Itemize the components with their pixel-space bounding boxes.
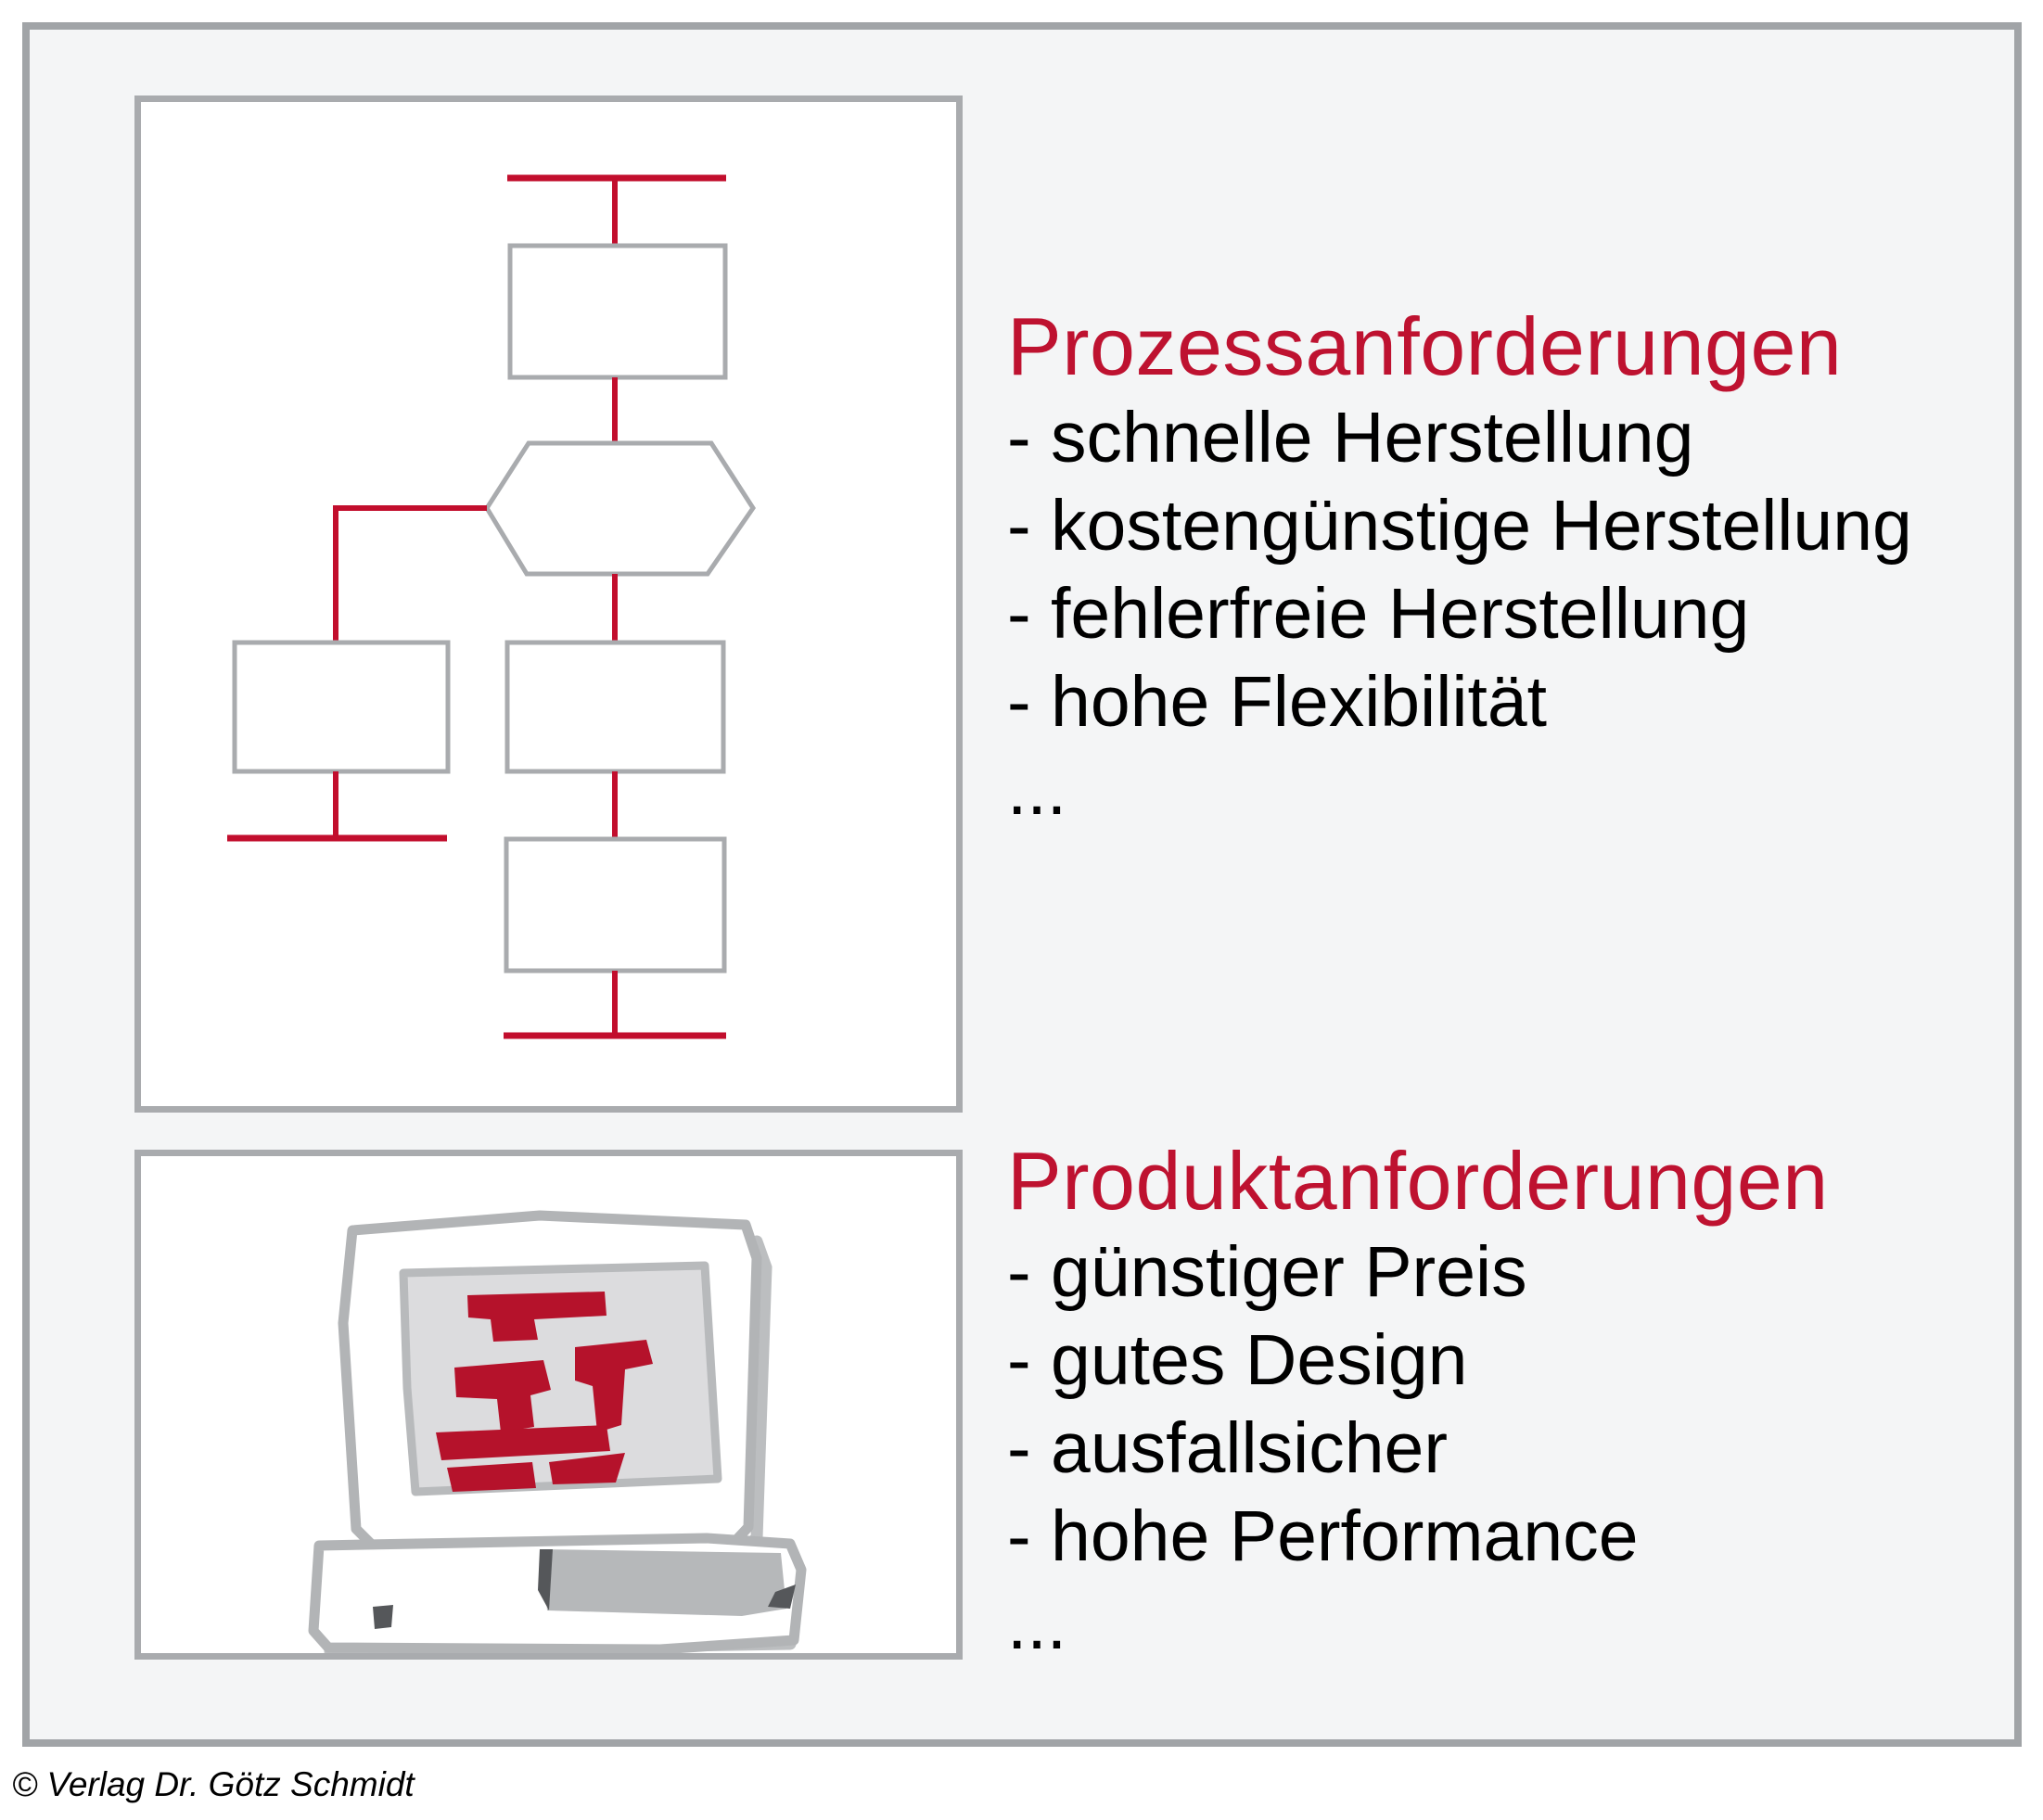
- list-item: - günstiger Preis: [1007, 1232, 1527, 1312]
- process-requirements-list: - schnelle Herstellung - kostengünstige …: [1007, 394, 2043, 834]
- process-requirements-heading: Prozessanforderungen: [1007, 300, 1843, 392]
- list-item: - schnelle Herstellung: [1007, 398, 1694, 477]
- list-item: - gutes Design: [1007, 1320, 1468, 1400]
- list-item: - hohe Flexibilität: [1007, 662, 1548, 742]
- list-item: - hohe Performance: [1007, 1496, 1639, 1576]
- list-item-ellipsis: ...: [1007, 1585, 1067, 1664]
- computer-illustration: [308, 1210, 807, 1653]
- flow-decision-hexagon: [484, 440, 757, 577]
- drive-bay: [542, 1549, 786, 1616]
- list-item: - kostengünstige Herstellung: [1007, 486, 1912, 566]
- flow-process-box-left: [232, 640, 451, 774]
- product-requirements-heading: Produktanforderungen: [1007, 1135, 1829, 1227]
- product-requirements-list: - günstiger Preis - gutes Design - ausfa…: [1007, 1228, 2043, 1669]
- flow-branch-left: [333, 505, 487, 645]
- list-item: - ausfallsicher: [1007, 1408, 1449, 1488]
- flowchart-panel: [134, 95, 963, 1113]
- flowchart-illustration: [227, 174, 757, 1039]
- flow-process-box-top: [507, 243, 728, 380]
- screen-scribbles: [436, 1292, 653, 1492]
- computer-panel: [134, 1150, 963, 1660]
- product-requirements-block: Produktanforderungen - günstiger Preis -…: [1007, 1137, 2043, 1669]
- process-requirements-block: Prozessanforderungen - schnelle Herstell…: [1007, 302, 2043, 834]
- flow-process-box-right: [504, 640, 726, 774]
- flow-process-box-bottom: [504, 836, 727, 974]
- list-item-ellipsis: ...: [1007, 750, 1067, 830]
- power-button: [373, 1605, 393, 1629]
- list-item: - fehlerfreie Herstellung: [1007, 574, 1750, 654]
- copyright-notice: © Verlag Dr. Götz Schmidt: [12, 1765, 415, 1803]
